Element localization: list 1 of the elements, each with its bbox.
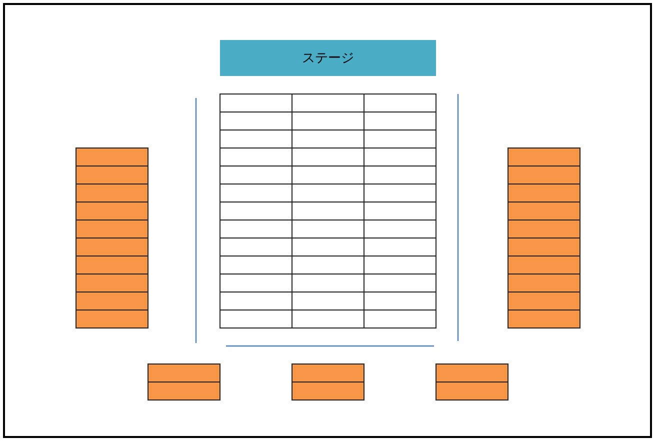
stage-box: ステージ [220, 40, 436, 76]
